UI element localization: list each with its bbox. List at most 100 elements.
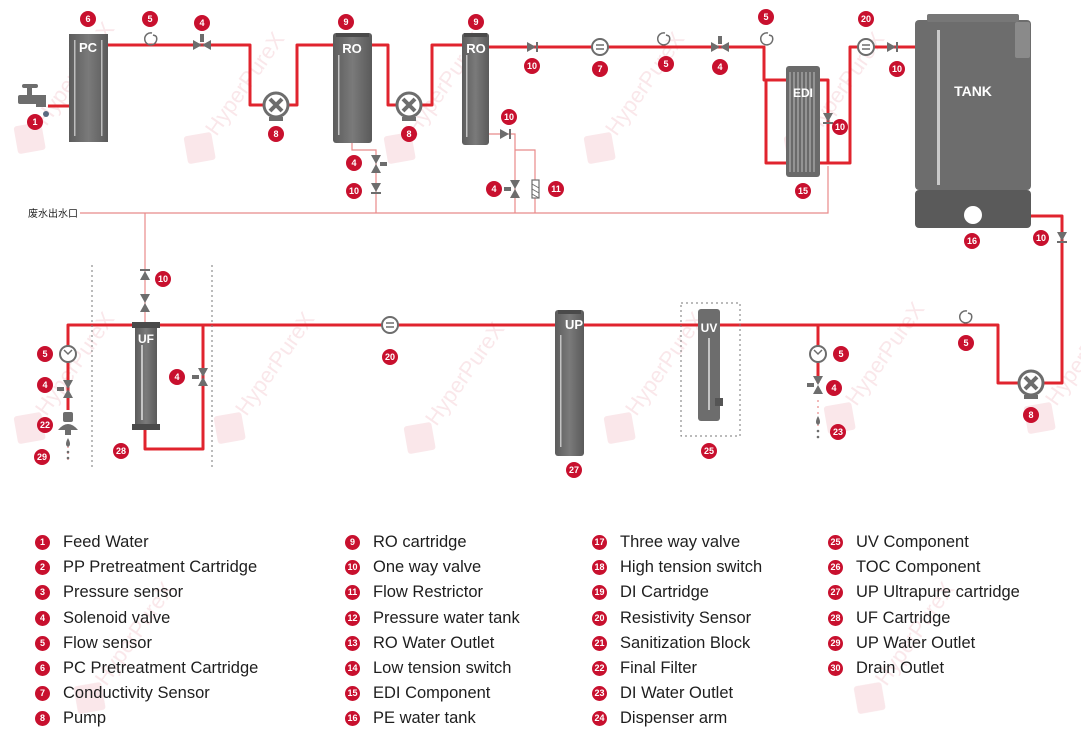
svg-text:4: 4 bbox=[831, 383, 836, 393]
legend-number-badge: 18 bbox=[592, 560, 607, 576]
badge-di-water-outlet: 23 bbox=[830, 424, 846, 440]
legend-label: Low tension switch bbox=[373, 659, 512, 678]
svg-text:1: 1 bbox=[32, 117, 37, 127]
badge-check-valve: 10 bbox=[889, 61, 905, 77]
svg-text:4: 4 bbox=[199, 18, 204, 28]
badge-check-valve: 10 bbox=[346, 183, 362, 199]
svg-text:4: 4 bbox=[42, 380, 47, 390]
legend-number-badge: 25 bbox=[828, 535, 843, 551]
svg-text:15: 15 bbox=[798, 186, 808, 196]
water-drop-icon bbox=[66, 416, 820, 460]
check-valve-icon bbox=[887, 42, 898, 52]
badge-check-valve: 10 bbox=[524, 58, 540, 74]
svg-text:4: 4 bbox=[351, 158, 356, 168]
check-valve-icon bbox=[500, 129, 511, 139]
svg-text:8: 8 bbox=[406, 129, 411, 139]
badge-check-valve: 10 bbox=[0, 0, 5, 2]
solenoid-valve-icon bbox=[193, 34, 211, 50]
legend-number-badge: 10 bbox=[345, 560, 360, 576]
uv-zone-box bbox=[680, 302, 741, 437]
ro1-label: RO bbox=[342, 41, 362, 56]
flow-sensor-icon bbox=[809, 345, 827, 363]
legend-number-badge: 4 bbox=[35, 610, 50, 626]
legend-label: Resistivity Sensor bbox=[620, 608, 752, 627]
solenoid-valve-icon bbox=[504, 180, 520, 198]
badge-solenoid-valve: 4 bbox=[194, 15, 210, 31]
legend-label: UP Ultrapure cartridge bbox=[856, 583, 1020, 602]
svg-text:10: 10 bbox=[504, 112, 514, 122]
badge-check-valve: 10 bbox=[155, 271, 171, 287]
legend-number-badge: 5 bbox=[35, 635, 50, 651]
pipe-edi-to-tank bbox=[820, 45, 915, 165]
legend-number-badge: 9 bbox=[345, 535, 360, 551]
legend-label: DI Cartridge bbox=[620, 583, 709, 602]
badge-up-cartridge: 27 bbox=[566, 462, 582, 478]
svg-text:10: 10 bbox=[527, 61, 537, 71]
legend-label: Sanitization Block bbox=[620, 633, 751, 652]
legend-number-badge: 16 bbox=[345, 711, 360, 727]
svg-text:4: 4 bbox=[174, 372, 179, 382]
svg-text:16: 16 bbox=[967, 236, 977, 246]
up-cartridge: UP bbox=[555, 310, 584, 456]
legend-number-badge: 29 bbox=[828, 635, 843, 651]
svg-text:22: 22 bbox=[40, 420, 50, 430]
badge-pe-water-tank: 16 bbox=[964, 233, 980, 249]
badge-flow-sensor: 5 bbox=[658, 56, 674, 72]
svg-text:20: 20 bbox=[385, 352, 395, 362]
pump-icon bbox=[1017, 369, 1045, 399]
conductivity-sensor-icon bbox=[591, 38, 609, 56]
faucet-icon bbox=[18, 84, 49, 117]
pipe-ro2-to-edi bbox=[489, 45, 786, 82]
ro-cartridge-1: RO bbox=[333, 33, 372, 143]
badge-solenoid-valve: 4 bbox=[37, 377, 53, 393]
legend-label: Drain Outlet bbox=[856, 659, 945, 678]
badge-final-filter: 22 bbox=[37, 417, 53, 433]
resistivity-sensor-icon bbox=[381, 316, 399, 334]
check-valve-icon bbox=[1057, 232, 1067, 243]
badge-uf-cartridge: 28 bbox=[113, 443, 129, 459]
legend-item: 29 UP Water Outlet bbox=[828, 631, 1020, 656]
flow-sensor-icon bbox=[144, 32, 158, 46]
pipe-edi-loop bbox=[764, 80, 786, 165]
legend-number-badge: 26 bbox=[828, 560, 843, 576]
pipe-pump-a-to-ro1 bbox=[289, 43, 333, 107]
tank-label: TANK bbox=[954, 83, 992, 99]
svg-text:10: 10 bbox=[158, 274, 168, 284]
flow-sensor-icon bbox=[59, 345, 77, 363]
legend-label: Solenoid valve bbox=[63, 608, 171, 627]
svg-text:28: 28 bbox=[116, 446, 126, 456]
edi-label: EDI bbox=[793, 86, 813, 100]
svg-text:5: 5 bbox=[763, 12, 768, 22]
svg-text:27: 27 bbox=[569, 465, 579, 475]
check-valve-icon bbox=[371, 183, 381, 194]
svg-text:8: 8 bbox=[1028, 410, 1033, 420]
ro-cartridge-2: RO bbox=[462, 33, 489, 145]
svg-text:5: 5 bbox=[147, 14, 152, 24]
legend-label: Dispenser arm bbox=[620, 709, 728, 728]
watermark-text: HyperPureX bbox=[420, 317, 509, 430]
pump-icon bbox=[262, 91, 290, 121]
legend-label: Final Filter bbox=[620, 659, 698, 678]
pump-icon bbox=[395, 91, 423, 121]
legend-label: EDI Component bbox=[373, 684, 491, 703]
svg-text:7: 7 bbox=[597, 64, 602, 74]
legend-number-badge: 11 bbox=[345, 585, 360, 601]
legend-label: Three way valve bbox=[620, 533, 741, 552]
svg-text:25: 25 bbox=[704, 446, 714, 456]
legend-label: UP Water Outlet bbox=[856, 633, 976, 652]
